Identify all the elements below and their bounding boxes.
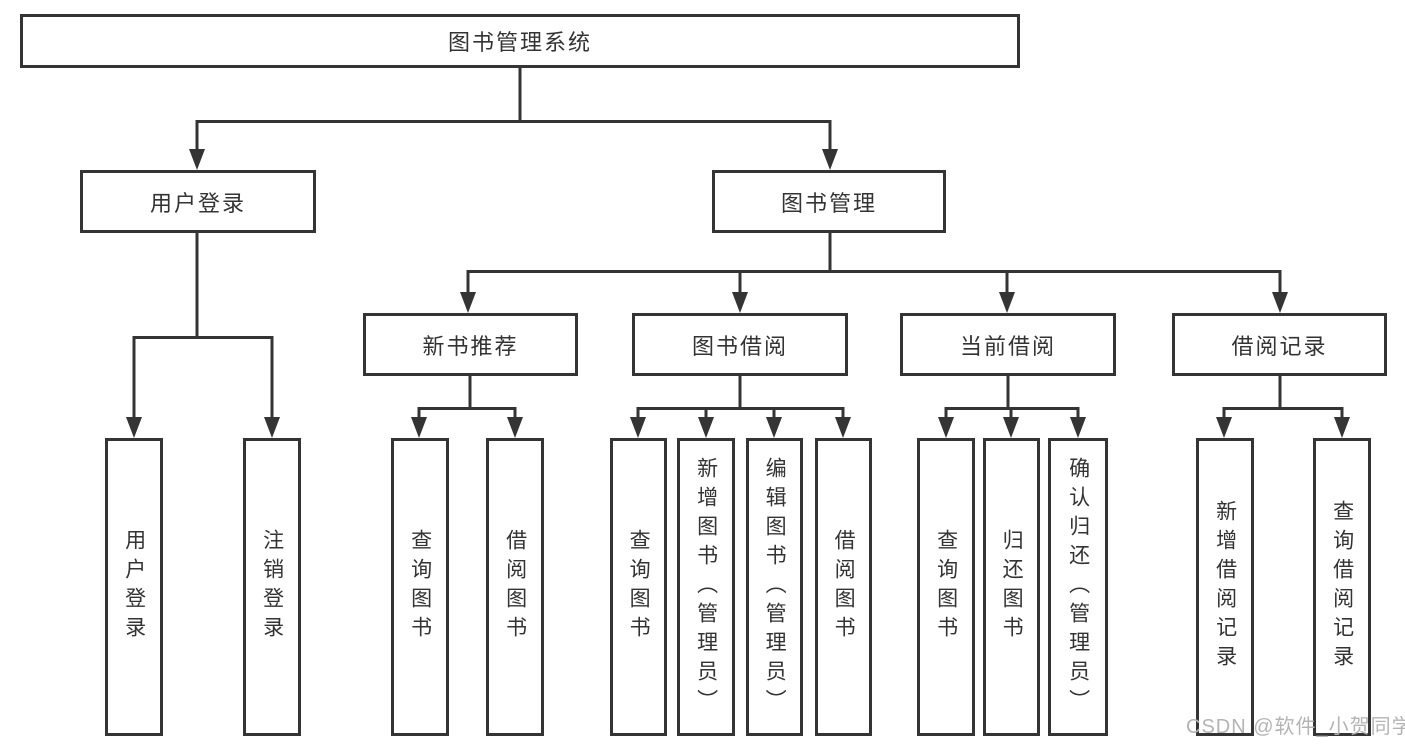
node-user-login-branch: 用户登录 — [80, 170, 316, 233]
node-label: 当前借阅 — [959, 333, 1056, 359]
node-leaf-query-borrow-record: 查询借阅记录 — [1313, 438, 1371, 736]
node-current-borrow: 当前借阅 — [900, 313, 1116, 376]
node-leaf-query-books: 查询图书 — [391, 438, 449, 736]
node-label: 图书管理 — [780, 190, 877, 216]
node-library-management-system: 图书管理系统 — [20, 14, 1020, 68]
node-label: 查询图书 — [408, 529, 432, 645]
node-leaf-edit-books-admin: 编辑图书（管理员） — [746, 438, 803, 736]
node-leaf-confirm-return-admin: 确认归还（管理员） — [1048, 438, 1108, 736]
node-label: 查询借阅记录 — [1330, 500, 1354, 674]
node-label: 查询图书 — [934, 529, 958, 645]
node-leaf-add-books-admin: 新增图书（管理员） — [677, 438, 735, 736]
node-leaf-query-books: 查询图书 — [610, 438, 667, 736]
node-label: 新增图书（管理员） — [694, 456, 718, 718]
node-new-book-recommend: 新书推荐 — [363, 313, 578, 376]
node-leaf-query-books: 查询图书 — [917, 438, 975, 736]
node-label: 用户登录 — [149, 190, 246, 216]
node-leaf-logout-login: 注销登录 — [243, 438, 301, 736]
node-book-management-branch: 图书管理 — [712, 170, 946, 233]
node-label: 借阅图书 — [832, 529, 856, 645]
node-leaf-add-borrow-record: 新增借阅记录 — [1196, 438, 1254, 736]
node-leaf-user-login: 用户登录 — [105, 438, 163, 736]
node-book-borrow: 图书借阅 — [632, 313, 848, 376]
node-label: 编辑图书（管理员） — [763, 456, 787, 718]
node-label: 借阅记录 — [1231, 333, 1328, 359]
csdn-watermark: CSDN @软件_小贺同学 — [1186, 716, 1405, 738]
node-label: 图书借阅 — [691, 333, 788, 359]
node-label: 确认归还（管理员） — [1066, 456, 1090, 718]
node-leaf-return-books: 归还图书 — [983, 438, 1040, 736]
node-leaf-borrow-books: 借阅图书 — [486, 438, 544, 736]
node-label: 新书推荐 — [422, 333, 519, 359]
node-label: 查询图书 — [627, 529, 651, 645]
node-label: 新增借阅记录 — [1213, 500, 1237, 674]
node-borrow-records: 借阅记录 — [1172, 313, 1387, 376]
node-label: 用户登录 — [122, 529, 146, 645]
node-label: 借阅图书 — [503, 529, 527, 645]
node-label: 注销登录 — [260, 529, 284, 645]
node-label: 图书管理系统 — [447, 30, 592, 55]
node-label: 归还图书 — [1000, 529, 1024, 645]
node-leaf-borrow-books: 借阅图书 — [815, 438, 872, 736]
